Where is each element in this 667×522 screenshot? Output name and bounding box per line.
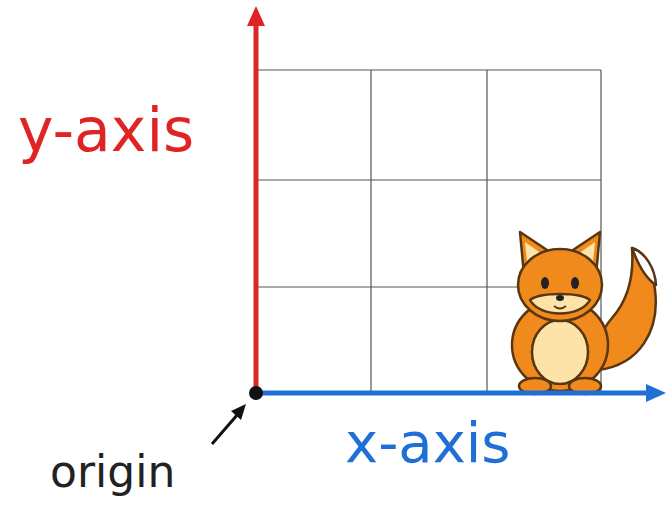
origin-dot <box>249 386 263 400</box>
y-axis-line <box>254 22 259 393</box>
axis-label: x-axis <box>345 415 511 471</box>
x-axis-arrowhead <box>646 384 666 402</box>
axis-label: y-axis <box>18 100 194 160</box>
fox-illustration <box>512 232 656 394</box>
leader-arrowhead <box>231 404 246 420</box>
leader-line <box>212 414 238 444</box>
origin-label: origin <box>50 450 175 494</box>
x-axis-line <box>256 391 650 396</box>
y-axis-arrowhead <box>247 6 265 26</box>
grid-lines <box>256 70 601 393</box>
